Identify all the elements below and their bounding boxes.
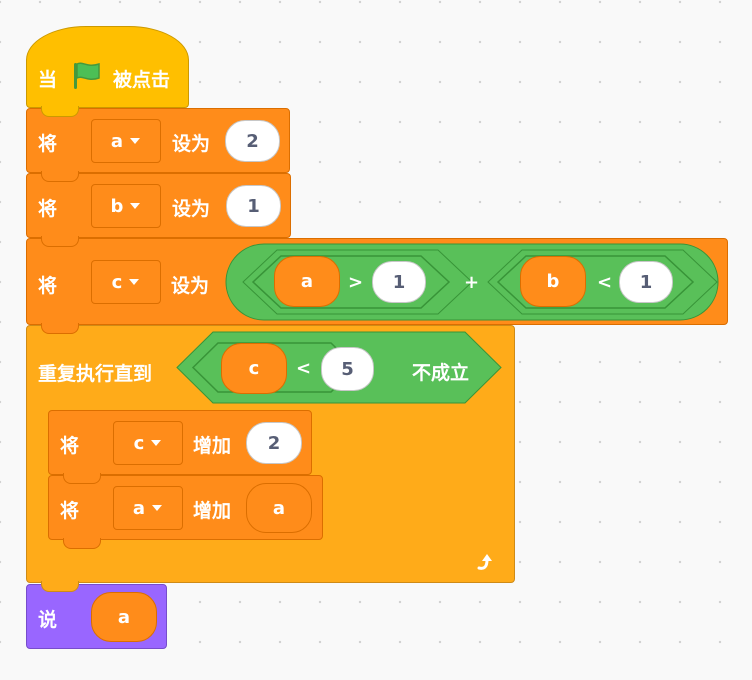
change-c-block[interactable]: 将 c 增加 2 xyxy=(48,410,312,484)
change-a-value-reporter[interactable]: a xyxy=(246,483,312,533)
variable-dropdown-a[interactable]: a xyxy=(91,119,161,163)
set-b-action: 设为 xyxy=(172,198,211,220)
set-b-value[interactable]: 1 xyxy=(226,185,281,227)
say-variable-reporter[interactable]: a xyxy=(91,592,157,642)
dropdown-arrow-icon xyxy=(152,505,163,511)
repeat-until-label: 重复执行直到 xyxy=(38,363,153,385)
change-c-prefix: 将 xyxy=(60,435,80,457)
repeat-condition-var[interactable]: c xyxy=(221,343,287,394)
dropdown-variable: a xyxy=(132,497,146,519)
clicked-label: 被点击 xyxy=(113,69,171,91)
change-c-value[interactable]: 2 xyxy=(246,422,302,464)
dropdown-variable: c xyxy=(111,271,123,293)
set-a-prefix: 将 xyxy=(38,133,58,155)
less-right-value[interactable]: 1 xyxy=(619,261,673,303)
less-operator: < xyxy=(597,272,613,293)
repeat-condition-operator: < xyxy=(296,358,312,379)
dropdown-variable: a xyxy=(110,130,124,152)
set-a-value[interactable]: 2 xyxy=(225,120,280,162)
dropdown-arrow-icon xyxy=(151,440,162,446)
set-b-prefix: 将 xyxy=(38,198,58,220)
say-label: 说 xyxy=(38,609,58,631)
less-left-var[interactable]: b xyxy=(520,256,586,307)
greater-left-var[interactable]: a xyxy=(274,256,340,307)
dropdown-arrow-icon xyxy=(130,138,141,144)
dropdown-arrow-icon xyxy=(130,203,141,209)
dropdown-arrow-icon xyxy=(129,279,140,285)
set-c-block[interactable]: 将 c 设为 a > 1 + b < 1 xyxy=(26,238,728,334)
say-block[interactable]: 说 a xyxy=(26,584,167,649)
change-a-block[interactable]: 将 a 增加 a xyxy=(48,475,323,549)
loop-arrow-icon xyxy=(475,552,497,574)
set-b-block[interactable]: 将 b 设为 1 xyxy=(26,173,291,247)
change-a-prefix: 将 xyxy=(60,500,80,522)
set-c-action: 设为 xyxy=(171,275,210,297)
plus-operator: + xyxy=(464,272,480,293)
dropdown-variable: b xyxy=(110,195,124,217)
green-flag-icon xyxy=(71,61,103,91)
variable-dropdown-c2[interactable]: c xyxy=(113,421,183,465)
when-label: 当 xyxy=(38,69,58,91)
variable-dropdown-c[interactable]: c xyxy=(91,260,161,304)
change-c-action: 增加 xyxy=(193,435,232,457)
greater-operator: > xyxy=(348,272,364,293)
when-flag-clicked-block[interactable]: 当 被点击 xyxy=(26,26,189,117)
greater-right-value[interactable]: 1 xyxy=(372,261,426,303)
set-c-prefix: 将 xyxy=(38,275,58,297)
set-a-action: 设为 xyxy=(172,133,211,155)
set-a-block[interactable]: 将 a 设为 2 xyxy=(26,108,290,182)
repeat-until-block[interactable]: 重复执行直到 c < 5 不成立 xyxy=(26,325,515,592)
variable-dropdown-a2[interactable]: a xyxy=(113,486,183,530)
repeat-condition-value[interactable]: 5 xyxy=(321,347,374,391)
variable-dropdown-b[interactable]: b xyxy=(91,184,161,228)
repeat-until-suffix: 不成立 xyxy=(412,362,470,384)
change-a-action: 增加 xyxy=(193,500,232,522)
dropdown-variable: c xyxy=(133,432,145,454)
